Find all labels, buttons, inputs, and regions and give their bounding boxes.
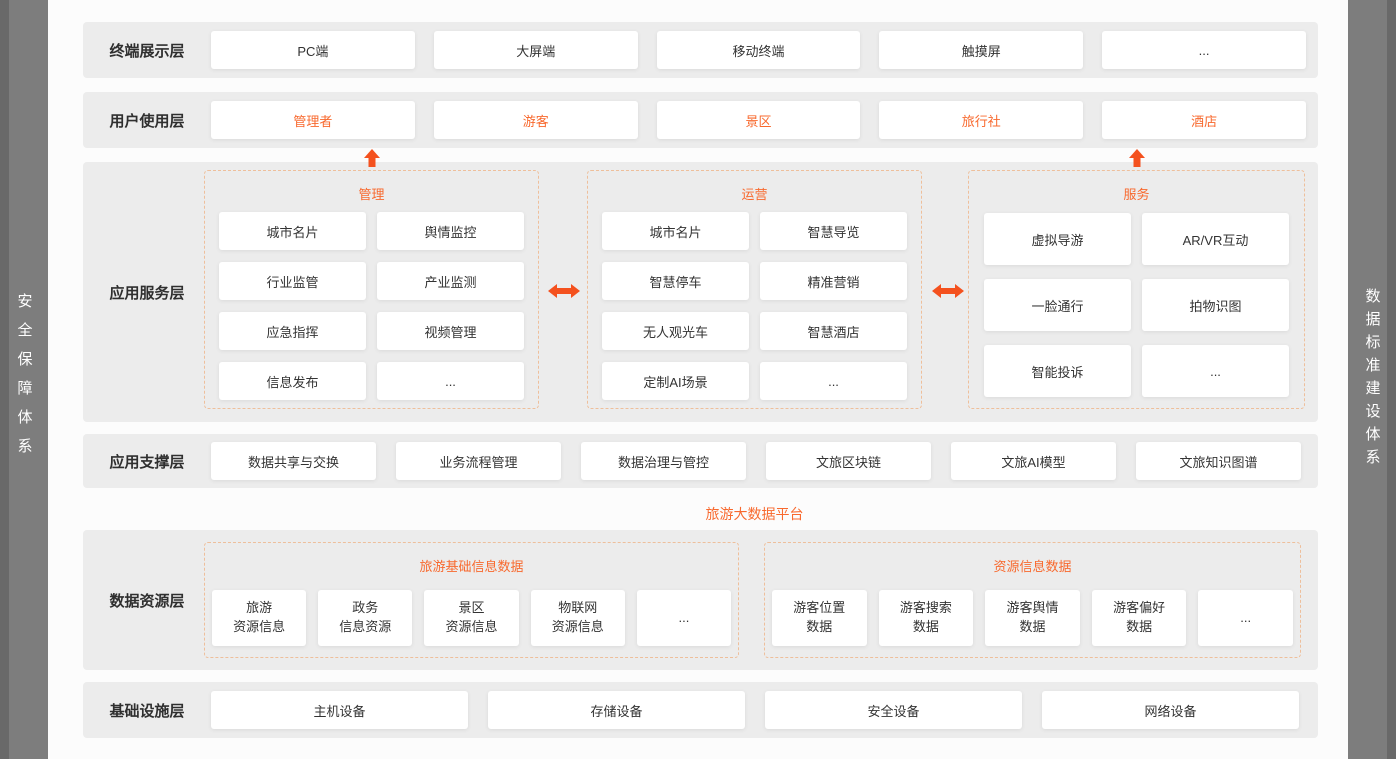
service-item: 一脸通行 — [984, 279, 1131, 331]
double-arrow-icon — [932, 284, 964, 298]
group-resource-title: 资源信息数据 — [993, 559, 1072, 574]
double-arrow-icon — [548, 284, 580, 298]
layer-infrastructure-label: 基础设施层 — [109, 702, 185, 720]
layer-users-label: 用户使用层 — [109, 112, 185, 130]
terminal-item: 触摸屏 — [879, 31, 1084, 69]
layer-terminal-display: 终端展示层 PC端 大屏端 移动终端 触摸屏 ... — [83, 22, 1318, 78]
infrastructure-item: 网络设备 — [1042, 691, 1299, 729]
group-service-title: 服务 — [1123, 187, 1150, 202]
layer-app-support-label: 应用支撑层 — [109, 453, 185, 471]
operate-item: 智慧酒店 — [760, 312, 907, 350]
basic-data-item: 旅游 资源信息 — [212, 590, 307, 646]
infrastructure-item: 安全设备 — [765, 691, 1022, 729]
manage-item: 视频管理 — [377, 312, 524, 350]
up-arrow-icon — [1128, 149, 1146, 167]
operate-item: 智慧停车 — [602, 262, 749, 300]
security-assurance-strip: 安全保障体系 — [0, 0, 48, 759]
app-support-item: 文旅AI模型 — [951, 442, 1116, 480]
layer-app-service: 应用服务层 管理 城市名片 舆情监控 行业监管 产业监测 应急指挥 视频管理 信… — [83, 162, 1318, 422]
group-manage: 管理 城市名片 舆情监控 行业监管 产业监测 应急指挥 视频管理 信息发布 ..… — [204, 170, 539, 409]
manage-item: 行业监管 — [219, 262, 366, 300]
operate-item: 城市名片 — [602, 212, 749, 250]
terminal-item: PC端 — [211, 31, 415, 69]
resource-data-items: 游客位置 数据 游客搜索 数据 游客舆情 数据 游客偏好 数据 ... — [772, 590, 1293, 646]
app-support-item: 数据治理与管控 — [581, 442, 746, 480]
group-basic-data: 旅游基础信息数据 旅游 资源信息 政务 信息资源 景区 资源信息 物联网 资源信… — [204, 542, 739, 658]
app-support-item: 文旅知识图谱 — [1136, 442, 1301, 480]
user-item: 管理者 — [211, 101, 415, 139]
user-item: 酒店 — [1102, 101, 1306, 139]
operate-item: 精准营销 — [760, 262, 907, 300]
layer-data-resource: 数据资源层 旅游基础信息数据 旅游 资源信息 政务 信息资源 景区 资源信息 物… — [83, 530, 1318, 670]
layer-app-support: 应用支撑层 数据共享与交换 业务流程管理 数据治理与管控 文旅区块链 文旅AI模… — [83, 434, 1318, 488]
group-operate: 运营 城市名片 智慧导览 智慧停车 精准营销 无人观光车 智慧酒店 定制AI场景… — [587, 170, 922, 409]
app-support-item: 业务流程管理 — [396, 442, 561, 480]
data-standard-strip: 数据标准建设体系 — [1348, 0, 1396, 759]
basic-data-item: 景区 资源信息 — [424, 590, 519, 646]
terminal-item: 移动终端 — [656, 31, 861, 69]
app-support-item: 数据共享与交换 — [211, 442, 376, 480]
manage-item: ... — [377, 362, 524, 400]
basic-data-items: 旅游 资源信息 政务 信息资源 景区 资源信息 物联网 资源信息 ... — [212, 590, 731, 646]
operate-item: 无人观光车 — [602, 312, 749, 350]
infrastructure-item: 主机设备 — [211, 691, 468, 729]
operate-item: 智慧导览 — [760, 212, 907, 250]
group-operate-items: 城市名片 智慧导览 智慧停车 精准营销 无人观光车 智慧酒店 定制AI场景 ..… — [602, 212, 907, 400]
group-basic-title: 旅游基础信息数据 — [419, 559, 524, 574]
terminal-items: PC端 大屏端 移动终端 触摸屏 ... — [211, 31, 1306, 69]
manage-item: 城市名片 — [219, 212, 366, 250]
group-manage-title: 管理 — [358, 187, 385, 202]
basic-data-item: 物联网 资源信息 — [530, 590, 625, 646]
user-item: 旅行社 — [879, 101, 1084, 139]
layer-terminal-label: 终端展示层 — [109, 42, 185, 60]
data-standard-label: 数据标准建设体系 — [1363, 287, 1381, 472]
group-manage-items: 城市名片 舆情监控 行业监管 产业监测 应急指挥 视频管理 信息发布 ... — [219, 212, 524, 400]
terminal-item: ... — [1102, 31, 1306, 69]
terminal-item: 大屏端 — [433, 31, 638, 69]
infrastructure-item: 存储设备 — [488, 691, 745, 729]
layer-infrastructure: 基础设施层 主机设备 存储设备 安全设备 网络设备 — [83, 682, 1318, 738]
platform-caption: 旅游大数据平台 — [705, 506, 804, 522]
app-support-items: 数据共享与交换 业务流程管理 数据治理与管控 文旅区块链 文旅AI模型 文旅知识… — [211, 442, 1301, 480]
service-item: ... — [1142, 345, 1289, 397]
resource-data-item: 游客搜索 数据 — [878, 590, 974, 646]
service-item: AR/VR互动 — [1142, 213, 1289, 265]
group-service-items: 虚拟导游 AR/VR互动 一脸通行 拍物识图 智能投诉 ... — [984, 213, 1289, 397]
service-item: 拍物识图 — [1142, 279, 1289, 331]
manage-item: 应急指挥 — [219, 312, 366, 350]
app-support-item: 文旅区块链 — [766, 442, 931, 480]
basic-data-item: ... — [636, 590, 731, 646]
resource-data-item: 游客偏好 数据 — [1091, 590, 1187, 646]
operate-item: 定制AI场景 — [602, 362, 749, 400]
resource-data-item: ... — [1198, 590, 1293, 646]
operate-item: ... — [760, 362, 907, 400]
manage-item: 舆情监控 — [377, 212, 524, 250]
resource-data-item: 游客舆情 数据 — [985, 590, 1080, 646]
group-service: 服务 虚拟导游 AR/VR互动 一脸通行 拍物识图 智能投诉 ... — [968, 170, 1305, 409]
group-resource-data: 资源信息数据 游客位置 数据 游客搜索 数据 游客舆情 数据 游客偏好 数据 .… — [764, 542, 1301, 658]
layer-data-resource-label: 数据资源层 — [109, 592, 185, 610]
resource-data-item: 游客位置 数据 — [772, 590, 867, 646]
layer-app-service-label: 应用服务层 — [109, 284, 185, 302]
up-arrow-icon — [363, 149, 381, 167]
service-item: 智能投诉 — [984, 345, 1131, 397]
manage-item: 产业监测 — [377, 262, 524, 300]
user-items: 管理者 游客 景区 旅行社 酒店 — [211, 101, 1306, 139]
service-item: 虚拟导游 — [984, 213, 1131, 265]
basic-data-item: 政务 信息资源 — [318, 590, 413, 646]
layer-users: 用户使用层 管理者 游客 景区 旅行社 酒店 — [83, 92, 1318, 148]
user-item: 游客 — [433, 101, 638, 139]
user-item: 景区 — [656, 101, 861, 139]
group-operate-title: 运营 — [741, 187, 768, 202]
infrastructure-items: 主机设备 存储设备 安全设备 网络设备 — [211, 691, 1299, 729]
manage-item: 信息发布 — [219, 362, 366, 400]
security-assurance-label: 安全保障体系 — [15, 292, 33, 467]
